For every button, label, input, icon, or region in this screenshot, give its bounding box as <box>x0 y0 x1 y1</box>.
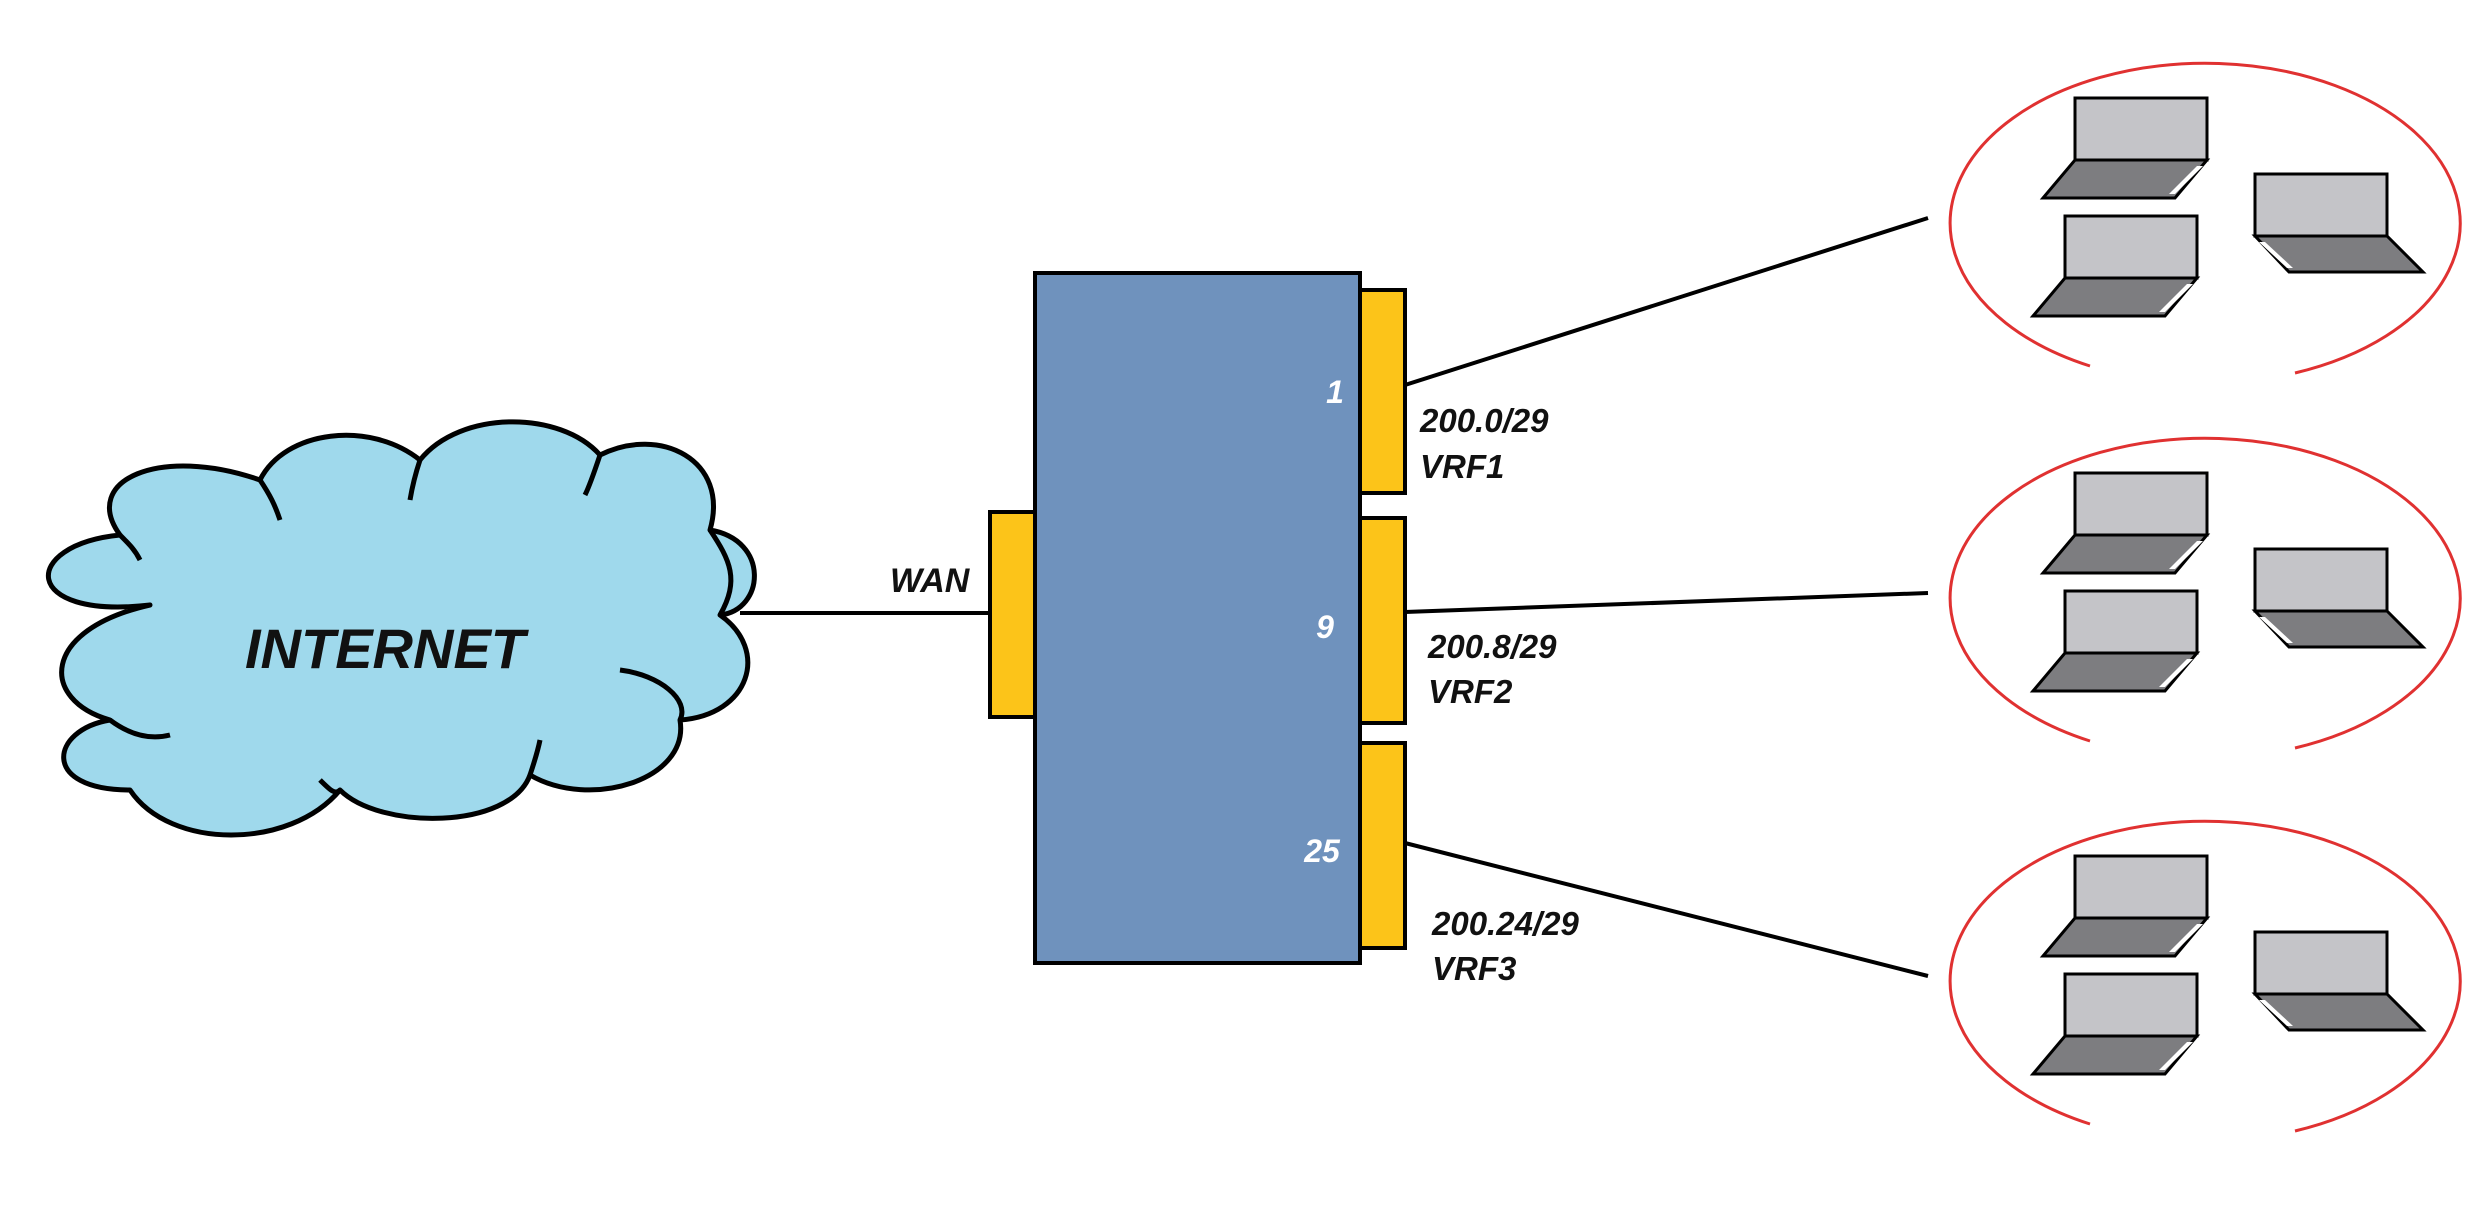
vrf-label: VRF1 <box>1420 448 1504 485</box>
laptop-icon <box>2029 214 2201 318</box>
cloud-inner-curve <box>108 717 171 740</box>
laptop-icon <box>2251 172 2427 274</box>
cloud-inner-curve <box>707 528 734 617</box>
cloud-inner-curve <box>318 778 342 795</box>
lan-port <box>1358 288 1407 495</box>
link-line <box>1404 841 1929 978</box>
cloud-shape <box>46 419 757 838</box>
group-ring <box>1948 61 2462 375</box>
client-groups <box>1948 61 2462 1133</box>
cloud-inner-curve <box>527 739 543 776</box>
group-ring <box>1948 436 2462 750</box>
port-1-group: 1 200.0/29 VRF1 <box>1326 216 1929 495</box>
cloud-inner-curve <box>407 459 423 501</box>
laptop-icon <box>2029 589 2201 693</box>
laptop-icon <box>2039 96 2211 200</box>
client-group <box>1948 436 2462 750</box>
switch-body <box>1033 271 1362 965</box>
link-line <box>1404 216 1929 387</box>
cloud-inner-curve <box>257 478 283 521</box>
port-number: 9 <box>1316 609 1334 645</box>
cloud-inner-curve <box>619 667 685 722</box>
lan-port <box>1358 741 1407 950</box>
wan-port <box>988 510 1037 719</box>
client-group <box>1948 819 2462 1133</box>
port-9-group: 9 200.8/29 VRF2 <box>1316 516 1929 725</box>
vrf-label: VRF3 <box>1432 950 1516 987</box>
cloud-inner-curve <box>582 454 603 497</box>
wan-label: WAN <box>890 562 971 600</box>
laptop-icon <box>2039 471 2211 575</box>
vrf-label: VRF2 <box>1428 673 1513 710</box>
internet-label: INTERNET <box>245 617 530 680</box>
subnet-label: 200.8/29 <box>1427 628 1557 665</box>
port-number: 1 <box>1326 374 1344 410</box>
port-number: 25 <box>1303 833 1341 869</box>
lan-port <box>1358 516 1407 725</box>
laptop-icon <box>2251 930 2427 1032</box>
link-line <box>1404 591 1929 614</box>
group-ring <box>1948 819 2462 1133</box>
laptop-icon <box>2029 972 2201 1076</box>
port-25-group: 25 200.24/29 VRF3 <box>1303 741 1929 987</box>
laptop-icon <box>2251 547 2427 649</box>
cloud-inner-curve <box>118 533 143 562</box>
internet-cloud: INTERNET <box>46 419 757 838</box>
client-group <box>1948 61 2462 375</box>
subnet-label: 200.24/29 <box>1431 905 1579 942</box>
laptop-icon <box>2039 854 2211 958</box>
subnet-label: 200.0/29 <box>1419 402 1549 439</box>
